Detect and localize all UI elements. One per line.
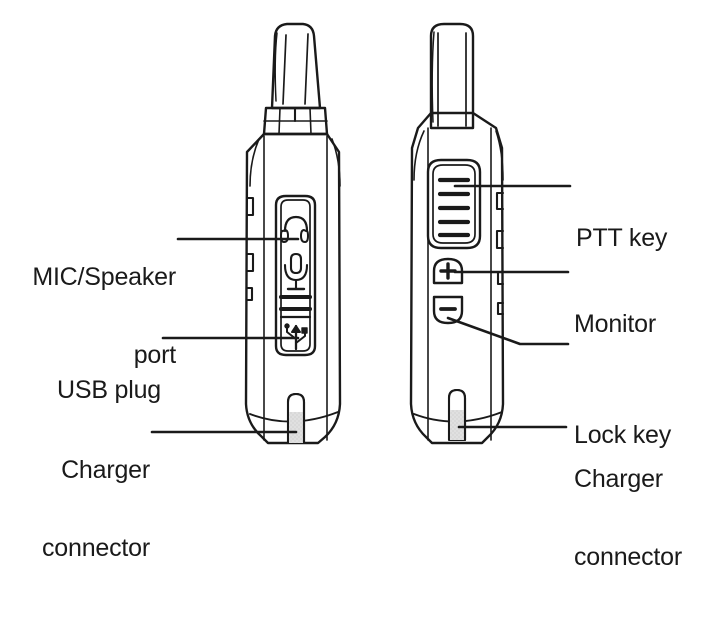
label-charger-left-line1: Charger bbox=[61, 456, 150, 484]
leader-lock-key bbox=[446, 316, 570, 346]
label-charger-connector-right: Charger connector bbox=[574, 414, 719, 622]
left-antenna-stub bbox=[270, 22, 322, 110]
label-charger-left-line2: connector bbox=[42, 534, 150, 562]
accessory-port-panel bbox=[274, 194, 317, 357]
left-charger-contact-slot bbox=[286, 392, 306, 445]
label-ptt-key-line1: PTT key bbox=[576, 224, 668, 252]
leader-lines bbox=[150, 184, 572, 434]
port-divider-bars bbox=[279, 295, 312, 319]
microphone-icon bbox=[283, 252, 309, 291]
label-usb-plug: USB plug bbox=[4, 325, 161, 455]
usb-trident-icon bbox=[284, 323, 308, 351]
right-view-radio bbox=[409, 22, 505, 445]
left-body-shell bbox=[244, 132, 342, 445]
label-usb-plug-line1: USB plug bbox=[56, 376, 161, 404]
label-charger-connector-left: Charger connector bbox=[4, 405, 150, 613]
label-mic-speaker-port: MIC/Speaker port bbox=[4, 212, 176, 420]
label-ptt-key: PTT key bbox=[576, 173, 716, 303]
right-charger-contact-slot bbox=[447, 388, 467, 442]
label-lock-key: Lock key bbox=[574, 370, 716, 500]
label-mic-speaker-line1: MIC/Speaker bbox=[32, 263, 176, 291]
left-edge-notches bbox=[245, 196, 255, 302]
headphone-icon bbox=[280, 215, 309, 243]
label-mic-speaker-line2: port bbox=[133, 341, 176, 369]
monitor-plus-button bbox=[432, 257, 464, 285]
left-antenna-collar bbox=[262, 106, 329, 136]
label-monitor: Monitor bbox=[574, 259, 716, 389]
lock-minus-button bbox=[432, 295, 464, 325]
right-body-shell bbox=[409, 111, 505, 445]
ptt-key bbox=[426, 158, 482, 250]
radio-diagram-illustration bbox=[150, 22, 572, 445]
left-view-radio bbox=[244, 22, 342, 445]
label-charger-right-line2: connector bbox=[574, 543, 682, 571]
diagram-canvas: MIC/Speaker port USB plug Charger connec… bbox=[4, 22, 716, 570]
label-monitor-line1: Monitor bbox=[574, 310, 656, 338]
label-lock-key-line1: Lock key bbox=[574, 421, 672, 449]
right-antenna-stub bbox=[429, 22, 475, 130]
label-charger-right-line1: Charger bbox=[574, 465, 663, 493]
